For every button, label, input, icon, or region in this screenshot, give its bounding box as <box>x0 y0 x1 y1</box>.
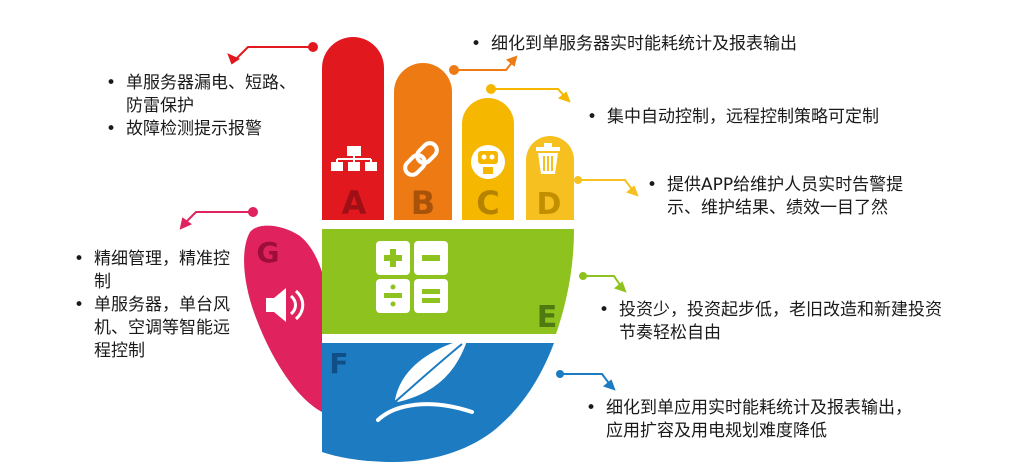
finger-a <box>322 37 384 220</box>
note-a-item: 单服务器漏电、短路、防雷保护 <box>106 72 299 118</box>
note-d-item: 提供APP给维护人员实时告警提示、维护结果、绩效一目了然 <box>647 174 935 220</box>
calculator-icon <box>376 241 448 313</box>
finger-b <box>394 63 452 220</box>
trash-can-icon <box>536 143 560 174</box>
connector-c <box>486 84 571 103</box>
connector-d <box>574 176 639 197</box>
finger-d <box>526 136 574 220</box>
wrist-f <box>322 343 554 462</box>
note-a: 单服务器漏电、短路、防雷保护 故障检测提示报警 <box>104 72 299 141</box>
note-e: 投资少，投资起步低，老旧改造和新建投资节奏轻松自由 <box>597 299 947 345</box>
connector-e <box>579 272 627 293</box>
note-b: 细化到单服务器实时能耗统计及报表输出 <box>469 33 869 56</box>
feather-icon <box>376 338 474 422</box>
note-c-item: 集中自动控制，远程控制策略可定制 <box>587 106 945 129</box>
letter-b: B <box>411 184 435 222</box>
connector-f <box>556 370 616 391</box>
letter-a: A <box>342 184 367 222</box>
letter-g: G <box>257 236 280 269</box>
letter-e: E <box>537 300 558 335</box>
letter-d: D <box>537 187 562 222</box>
letter-f: F <box>329 347 348 380</box>
connector-b <box>449 55 518 75</box>
note-d: 提供APP给维护人员实时告警提示、维护结果、绩效一目了然 <box>645 174 935 220</box>
connector-g <box>179 207 258 230</box>
note-c: 集中自动控制，远程控制策略可定制 <box>585 106 945 129</box>
note-g: 精细管理，精准控制 单服务器，单台风机、空调等智能远程控制 <box>72 248 232 363</box>
note-g-item: 精细管理，精准控制 <box>74 248 232 294</box>
connector-a <box>227 42 318 65</box>
letter-c: C <box>476 184 499 222</box>
note-e-item: 投资少，投资起步低，老旧改造和新建投资节奏轻松自由 <box>599 299 947 345</box>
chain-link-icon <box>403 141 439 177</box>
speaker-icon <box>266 288 305 322</box>
network-icon <box>331 146 377 171</box>
note-f-item: 细化到单应用实时能耗统计及报表输出，应用扩容及用电规划难度降低 <box>586 397 914 443</box>
note-f: 细化到单应用实时能耗统计及报表输出，应用扩容及用电规划难度降低 <box>584 397 914 443</box>
robot-icon <box>471 145 505 179</box>
note-a-item: 故障检测提示报警 <box>106 118 299 141</box>
note-g-item: 单服务器，单台风机、空调等智能远程控制 <box>74 294 232 363</box>
note-b-item: 细化到单服务器实时能耗统计及报表输出 <box>471 33 869 56</box>
